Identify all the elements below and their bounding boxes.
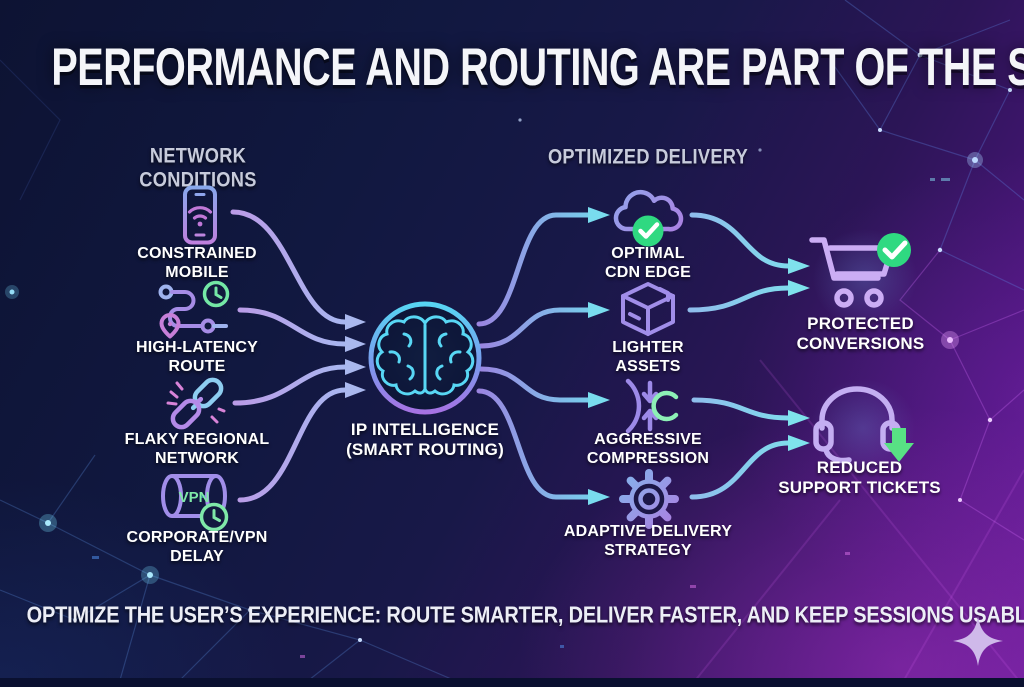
delivery-label-adaptive-delivery-strategy: ADAPTIVE DELIVERY STRATEGY: [563, 523, 733, 560]
latency-route-clock-icon: [156, 280, 234, 342]
gear-icon: [617, 467, 681, 531]
outcome-label-protected-conversions: PROTECTED CONVERSIONS: [796, 314, 925, 354]
tagline: OPTIMIZE THE USER’S EXPERIENCE: ROUTE SM…: [26, 602, 1024, 629]
delivery-label-optimal-cdn-edge: OPTIMAL CDN EDGE: [604, 245, 692, 282]
headset-down-arrow-icon: [804, 378, 914, 468]
broken-chain-icon: [164, 372, 230, 436]
sparkle-logo: [952, 615, 1004, 667]
delivery-label-aggressive-compression: AGGRESSIVE COMPRESSION: [586, 431, 710, 468]
cloud-check-icon: [611, 185, 685, 249]
delivery-label-lighter-assets: LIGHTER ASSETS: [612, 339, 684, 376]
cart-check-icon: [806, 230, 918, 318]
compress-arrows-icon: [612, 377, 684, 435]
mobile-wifi-icon: [175, 185, 225, 245]
vpn-tunnel-clock-icon: VPN: [156, 470, 236, 532]
condition-label-high-latency-route: HIGH-LATENCY ROUTE: [135, 339, 259, 376]
left-column-header: NETWORK CONDITIONS: [139, 144, 257, 193]
bottom-border-strip: [0, 678, 1024, 687]
brain-glow: [352, 285, 498, 431]
condition-label-corporate-vpn-delay: CORPORATE/VPN DELAY: [126, 529, 268, 566]
condition-label-flaky-regional-network: FLAKY REGIONAL NETWORK: [124, 431, 270, 468]
vpn-badge-text: VPN: [179, 489, 210, 506]
outcome-label-reduced-support-tickets: REDUCED SUPPORT TICKETS: [778, 458, 941, 498]
right-column-header: OPTIMIZED DELIVERY: [547, 145, 749, 169]
page-title: PERFORMANCE AND ROUTING ARE PART OF THE …: [51, 38, 1024, 98]
condition-label-constrained-mobile: CONSTRAINED MOBILE: [137, 245, 257, 282]
package-box-icon: [618, 281, 678, 339]
center-node-label: IP INTELLIGENCE (SMART ROUTING): [346, 420, 504, 460]
